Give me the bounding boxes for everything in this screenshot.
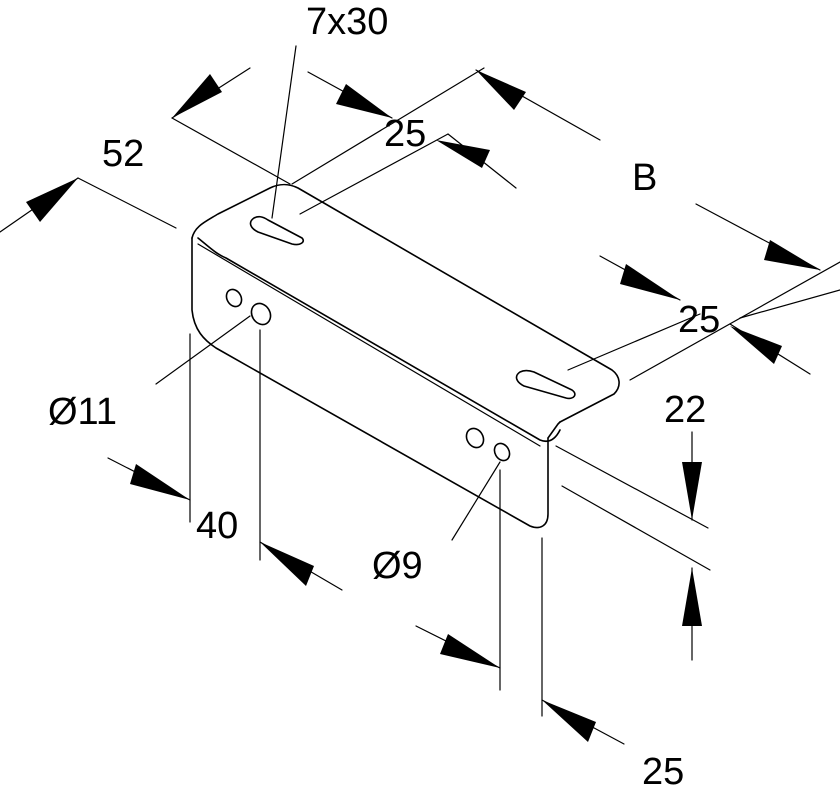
arrowheads (26, 70, 820, 742)
label-25-bottom: 25 (642, 751, 684, 787)
arrow-52-b (172, 74, 222, 118)
arrow-22-a (682, 462, 702, 520)
label-25-top: 25 (384, 113, 426, 155)
arrow-40-b (260, 542, 314, 586)
arrow-25-top-b (436, 140, 490, 168)
label-52: 52 (102, 133, 144, 175)
label-slot: 7x30 (306, 1, 388, 43)
slot-right (515, 369, 576, 400)
label-hole-large: Ø11 (48, 391, 117, 433)
bracket-outline (191, 183, 620, 529)
arrow-25-bottom-b (542, 700, 596, 742)
label-b: B (632, 157, 657, 199)
label-22: 22 (664, 389, 706, 431)
holes-left (225, 288, 272, 326)
label-25-right: 25 (678, 299, 720, 341)
arrow-40-a (130, 464, 190, 500)
arrow-25-right-b (730, 326, 782, 364)
arrow-25-top-a (336, 84, 392, 118)
arrow-25-bottom-a (440, 634, 500, 668)
label-40: 40 (196, 505, 238, 547)
holes-right (465, 427, 511, 462)
slot-left (249, 215, 305, 246)
label-hole-small: Ø9 (372, 545, 423, 587)
arrow-52-a (26, 178, 78, 222)
arrow-b-b (764, 240, 820, 270)
dimension-labels: 7x30 52 25 B 25 22 Ø11 40 Ø9 25 (48, 1, 720, 787)
arrow-b-a (476, 70, 526, 110)
arrow-25-right-a (620, 264, 680, 300)
arrow-22-b (682, 568, 702, 626)
